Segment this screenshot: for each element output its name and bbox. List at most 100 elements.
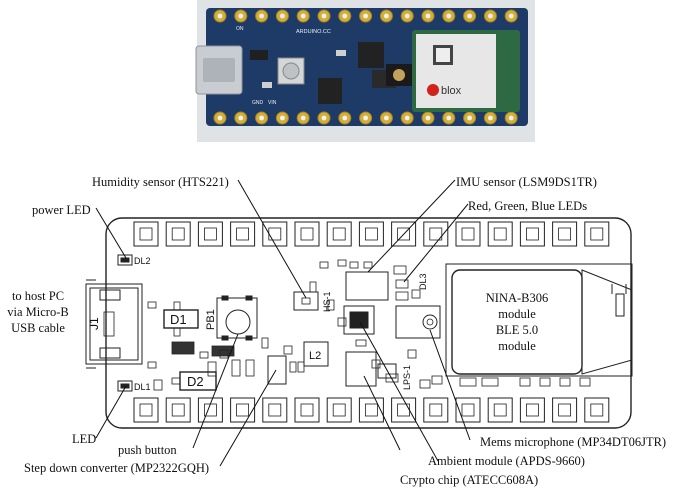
header-pad-hole	[429, 403, 443, 417]
header-pad-hole	[493, 403, 507, 417]
photo-header-pin-hole	[238, 13, 244, 19]
step-down-converter-chip	[267, 355, 287, 385]
header-pad-hole	[461, 403, 475, 417]
photo-header-pin-hole	[259, 13, 264, 19]
photo-header-pin-hole	[425, 13, 431, 19]
crypto-chip	[345, 351, 377, 387]
header-pad-hole	[558, 227, 571, 241]
header-pad	[294, 397, 320, 423]
photo-header-pin-hole	[321, 115, 327, 121]
header-pad-hole	[364, 227, 378, 241]
module-text: NINA-B306 module BLE 5.0 module	[486, 291, 549, 353]
header-pad	[230, 397, 256, 423]
header-pad-hole	[332, 227, 346, 241]
module-line-3: BLE 5.0	[496, 323, 538, 337]
header-pad-hole	[590, 227, 604, 241]
module-line-2: module	[498, 307, 536, 321]
module-line-4: module	[498, 339, 536, 353]
photo-chip	[358, 42, 384, 68]
photo-pad-marking: VIN	[268, 100, 277, 106]
header-pad	[487, 221, 513, 247]
designator-j1: J1	[87, 317, 101, 330]
photo-header-pin-hole	[217, 115, 223, 121]
photo-header-pin-hole	[363, 115, 368, 121]
photo-chip	[318, 78, 342, 104]
header-pad-hole	[268, 227, 282, 241]
photo-header-pin-hole	[300, 13, 306, 19]
label-power-led: power LED	[32, 203, 91, 217]
photo-header-pin-hole	[404, 13, 410, 19]
photo-header-pin-hole	[342, 13, 348, 19]
header-pads-top	[133, 221, 610, 247]
imu-sensor-chip	[345, 271, 389, 301]
header-pad	[584, 221, 610, 247]
photo-header-pin-hole	[300, 115, 306, 121]
label-host-pc-line-1: to host PC	[12, 289, 64, 303]
photo-header-pin-hole	[488, 13, 493, 19]
label-rgb-leds: Red, Green, Blue LEDs	[468, 199, 587, 213]
header-pad-hole	[139, 227, 153, 241]
photo-module-brand: blox	[441, 85, 462, 97]
label-humidity-sensor: Humidity sensor (HTS221)	[92, 175, 229, 189]
designator-lps1: LPS-1	[402, 365, 412, 390]
header-pad-hole	[236, 403, 250, 417]
photo-board-text: ARDUINO.CC	[296, 29, 331, 35]
header-pad	[391, 397, 417, 423]
photo-header-pin-hole	[384, 115, 389, 121]
header-pad	[133, 397, 159, 423]
header-pad	[552, 221, 578, 247]
pressure-sensor-lps1	[377, 363, 397, 379]
header-pad-hole	[300, 227, 314, 241]
label-crypto-chip: Crypto chip (ATECC608A)	[400, 473, 538, 487]
photo-header-pins-top	[213, 9, 518, 23]
header-pad	[552, 397, 578, 423]
header-pad-hole	[171, 403, 185, 417]
photo-header-pin-hole	[488, 115, 493, 121]
header-pad-hole	[397, 403, 411, 417]
header-pad-hole	[268, 403, 282, 417]
header-pad-hole	[139, 403, 153, 417]
designator-l2: L2	[309, 350, 321, 362]
photo-header-pin-hole	[342, 115, 348, 121]
module-antenna	[581, 269, 633, 375]
ble-module-outline	[445, 263, 633, 377]
ambient-module-chip	[343, 305, 375, 335]
header-pad-hole	[397, 227, 411, 241]
label-mems-microphone: Mems microphone (MP34DT06JTR)	[480, 435, 666, 449]
photo-pad-marking: ON	[236, 26, 244, 32]
label-led: LED	[72, 432, 96, 446]
designator-pb1: PB1	[205, 309, 217, 330]
photo-header-pin-hole	[404, 115, 410, 121]
header-pad	[326, 397, 352, 423]
header-pad-hole	[203, 227, 217, 241]
photo-pad-marking: GND	[252, 100, 264, 106]
photo-header-pin-hole	[384, 13, 389, 19]
label-step-down-converter: Step down converter (MP2322GQH)	[24, 461, 209, 475]
header-pad	[487, 397, 513, 423]
header-pad	[262, 397, 288, 423]
photo-header-pin-hole	[321, 13, 327, 19]
designator-d2: D2	[187, 374, 204, 389]
board-photo: blox ARDUINO.CC ON GND VIN	[195, 0, 535, 142]
led-dl2	[117, 254, 133, 266]
header-pad	[165, 397, 191, 423]
ble-module-can	[451, 269, 583, 375]
diode-d1	[163, 309, 199, 329]
header-pad	[133, 221, 159, 247]
ublox-logo-icon	[427, 84, 439, 96]
photo-header-pin-hole	[467, 115, 472, 121]
label-host-pc-line-3: USB cable	[11, 321, 65, 335]
header-pad-hole	[526, 403, 539, 417]
photo-header-pin-hole	[280, 115, 285, 121]
header-pad	[197, 397, 223, 423]
header-pad	[165, 221, 191, 247]
usb-connector-j1	[85, 279, 143, 369]
photo-header-pin-hole	[280, 13, 285, 19]
header-pad	[197, 221, 223, 247]
header-pad	[423, 221, 449, 247]
header-pad	[358, 221, 384, 247]
label-host-pc-line-2: via Micro-B	[7, 305, 68, 319]
photo-header-pin-hole	[446, 115, 452, 121]
header-pad	[326, 221, 352, 247]
